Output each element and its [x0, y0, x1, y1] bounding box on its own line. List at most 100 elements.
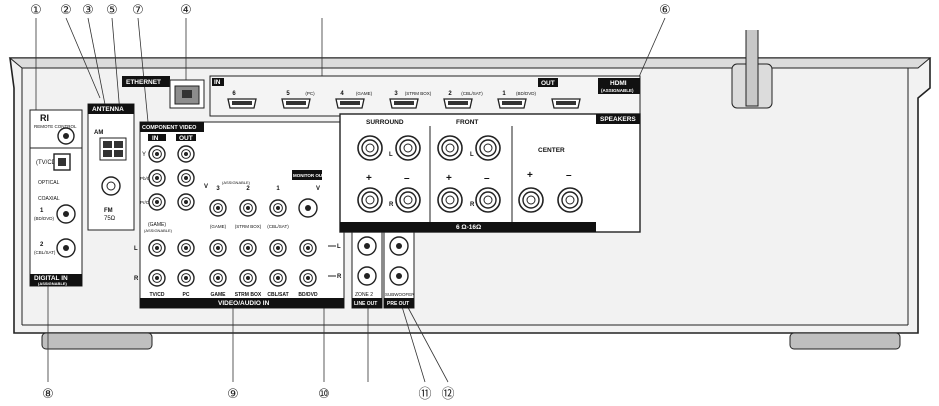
callout-6: ⑥ — [659, 3, 671, 18]
front-plus: + — [446, 173, 452, 184]
callout-10: ⑩ — [318, 387, 330, 402]
audio-jacks — [148, 239, 317, 287]
comp-assignable-label: (ASSIGNABLE) — [144, 228, 173, 233]
composite-jack-3 — [269, 199, 287, 217]
surround-l-label: L — [389, 152, 393, 158]
speakers-panel — [339, 113, 641, 233]
video-v-label: V — [204, 184, 208, 190]
am-terminal-c — [103, 150, 112, 157]
line-out-label: LINE OUT — [354, 301, 377, 307]
subwoofer-jack-1-center — [396, 243, 402, 249]
subwoofer-jack-2-center — [396, 273, 402, 279]
ohms-label: 6 Ω-16Ω — [456, 224, 481, 231]
hdmi-panel — [209, 75, 641, 117]
center-minus: – — [566, 170, 572, 181]
hdmi-title-bar — [598, 78, 640, 94]
foot-right — [789, 332, 901, 350]
hdmi-out-label: OUT — [541, 80, 555, 87]
av-name-5: BD/DVD — [298, 292, 318, 298]
hdmi-title: HDMI — [610, 80, 627, 87]
av-name-3: STRM BOX — [235, 292, 262, 298]
component-in-jack-2 — [148, 169, 166, 187]
am-label: AM — [94, 130, 103, 136]
audio-l-jack-1 — [148, 239, 166, 257]
digital-in-label: DIGITAL IN — [34, 275, 68, 282]
hdmi-port-2 — [443, 98, 473, 109]
audio-r-jack-3 — [209, 269, 227, 287]
callout-12: ⑫ — [441, 387, 454, 402]
zone2-label: ZONE 2 — [355, 292, 373, 298]
hdmi-num-3: 3 — [394, 91, 398, 97]
hdmi-name-5: (BD/DVD) — [516, 91, 537, 96]
front-r-plus-post — [437, 187, 463, 213]
component-label: COMPONENT VIDEO — [142, 125, 197, 131]
hdmi-ports — [227, 98, 581, 109]
front-label: FRONT — [456, 119, 478, 126]
av-name-0: TV/CD — [150, 292, 165, 298]
foot-left — [41, 332, 153, 350]
av-name-1: PC — [183, 292, 190, 298]
composite-num-2: 1 — [276, 186, 280, 192]
hdmi-name-1: (PC) — [305, 91, 315, 96]
comp-in-tag — [148, 134, 166, 141]
hdmi-name-2: (GAME) — [356, 91, 373, 96]
coax-1-center — [63, 211, 69, 217]
hdmi-num-0: 6 — [232, 91, 236, 97]
hdmi-name-3: (STRM BOX) — [405, 91, 432, 96]
front-r-label: R — [470, 202, 475, 208]
speakers-bar — [596, 114, 640, 124]
surround-r-label: R — [389, 202, 394, 208]
audio-l-jack-6 — [299, 239, 317, 257]
comp-out-label: OUT — [179, 135, 193, 142]
monitor-v-label: V — [316, 186, 320, 192]
comp-out-tag — [176, 134, 196, 141]
callout-8: ⑧ — [42, 387, 54, 402]
coax-2-num: 2 — [40, 242, 44, 248]
antenna-panel — [87, 103, 135, 231]
hdmi-port-1 — [497, 98, 527, 109]
callout-4: ④ — [180, 3, 192, 18]
surround-l-minus-post — [395, 135, 421, 161]
component-jacks — [148, 145, 195, 211]
remote-control-label: REMOTE CONTROL — [34, 124, 77, 129]
am-terminal-d — [114, 150, 123, 157]
audio-r-label: R — [134, 276, 139, 282]
digital-in-bar — [30, 274, 82, 286]
am-terminal-b — [114, 141, 123, 148]
front-r-minus-post — [475, 187, 501, 213]
audio-l-jack-3 — [209, 239, 227, 257]
hdmi-name-4: (CBL/SAT) — [461, 91, 483, 96]
component-in-jack-3 — [148, 193, 166, 211]
hdmi-port-3 — [389, 98, 419, 109]
antenna-bar — [88, 104, 134, 114]
composite-name-2: (CBL/SAT) — [267, 224, 289, 229]
callout-9: ⑨ — [227, 387, 239, 402]
am-terminal-a — [103, 141, 112, 148]
component-bar — [140, 122, 204, 132]
monitor-out-bar — [292, 170, 322, 180]
audio-r-jack-1 — [148, 269, 166, 287]
surround-r-minus-post — [395, 187, 421, 213]
power-cord — [745, 30, 759, 107]
composite-num-0: 3 — [216, 186, 220, 192]
callout-11: ⑪ — [418, 387, 431, 402]
front-l-label: L — [470, 152, 474, 158]
audio-r-jack-4 — [239, 269, 257, 287]
fm-jack — [101, 176, 121, 196]
line-l-label: L — [337, 244, 341, 250]
fm-label: FM — [104, 208, 113, 214]
callout-3: ③ — [82, 3, 94, 18]
front-l-plus-post — [437, 135, 463, 161]
speaker-terminals — [357, 135, 583, 213]
composite-assignable-label: (ASSIGNABLE) — [222, 180, 251, 185]
component-in-jack-1 — [148, 145, 166, 163]
front-minus: – — [484, 173, 490, 184]
hdmi-out-tag — [538, 78, 558, 87]
video-audio-in-label: VIDEO/AUDIO IN — [218, 300, 270, 307]
monitor-out-center — [305, 205, 311, 211]
component-out-jack-1 — [177, 145, 195, 163]
component-out-jack-2 — [177, 169, 195, 187]
hdmi-port-out — [551, 98, 581, 109]
